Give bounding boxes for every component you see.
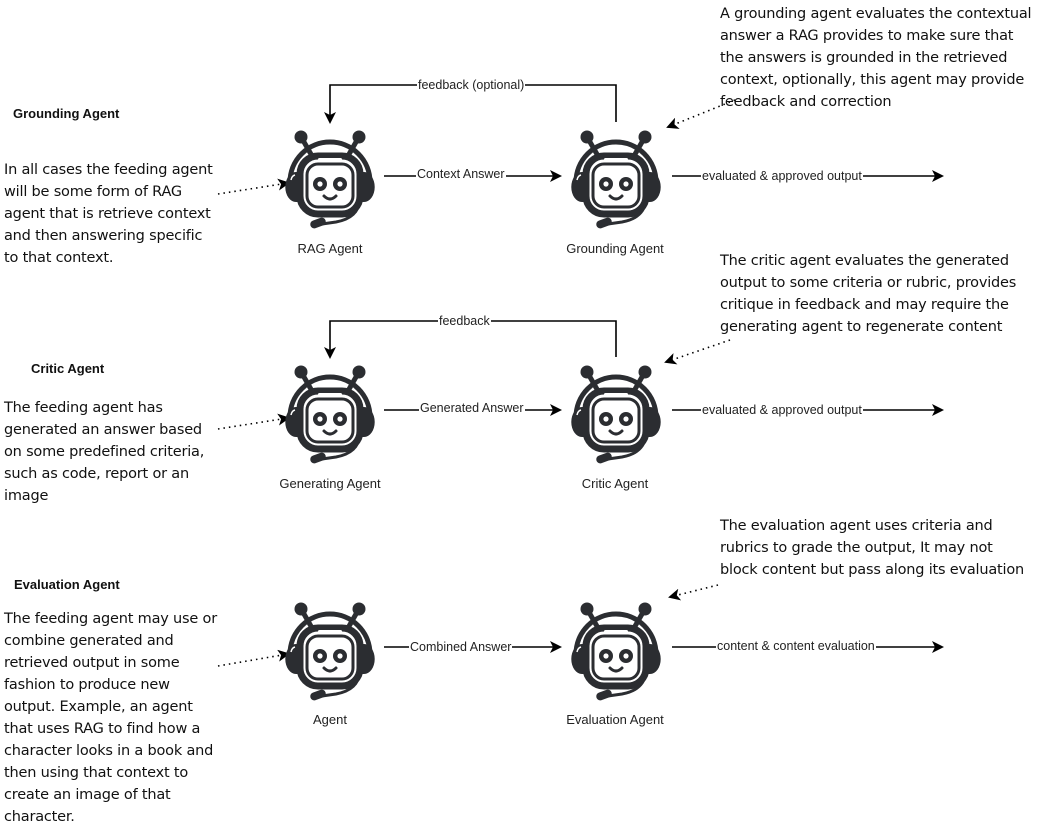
robot-headset-icon	[274, 120, 386, 232]
robot-headset-icon	[560, 355, 672, 467]
output-label: content & content evaluation	[716, 639, 876, 653]
source-agent-label: Agent	[313, 712, 347, 727]
left-pointer	[217, 649, 290, 667]
source-agent-label: RAG Agent	[297, 241, 363, 256]
feedback-label: feedback (optional)	[417, 78, 526, 92]
target-agent-label: Grounding Agent	[566, 241, 664, 256]
right-description: The evaluation agent uses criteria and r…	[720, 518, 1025, 578]
left-description: The feeding agent has generated an answe…	[4, 400, 205, 504]
section-title: Evaluation Agent	[14, 577, 120, 592]
robot-headset-icon	[274, 355, 386, 467]
flow-label: Combined Answer	[409, 640, 513, 654]
right-pointer	[668, 584, 719, 601]
source-agent-label: Generating Agent	[279, 476, 381, 491]
target-agent-label: Evaluation Agent	[566, 712, 664, 727]
left-description: In all cases the feeding agent will be s…	[4, 162, 213, 266]
output-label: evaluated & approved output	[701, 403, 863, 417]
left-pointer	[217, 178, 290, 195]
left-description: The feeding agent may use or combine gen…	[4, 611, 217, 825]
right-description: The critic agent evaluates the generated…	[720, 253, 1017, 335]
target-agent-label: Critic Agent	[581, 476, 649, 491]
section-title: Critic Agent	[31, 361, 105, 376]
right-description: A grounding agent evaluates the contextu…	[720, 6, 1032, 110]
section-title: Grounding Agent	[13, 106, 120, 121]
feedback-label: feedback	[438, 314, 491, 328]
robot-headset-icon	[560, 592, 672, 704]
left-pointer	[217, 413, 290, 430]
robot-headset-icon	[274, 592, 386, 704]
flow-label: Generated Answer	[419, 401, 525, 415]
robot-headset-icon	[560, 120, 672, 232]
output-label: evaluated & approved output	[701, 169, 863, 183]
right-pointer	[664, 339, 731, 365]
right-pointer	[666, 99, 736, 129]
flow-label: Context Answer	[416, 167, 506, 181]
